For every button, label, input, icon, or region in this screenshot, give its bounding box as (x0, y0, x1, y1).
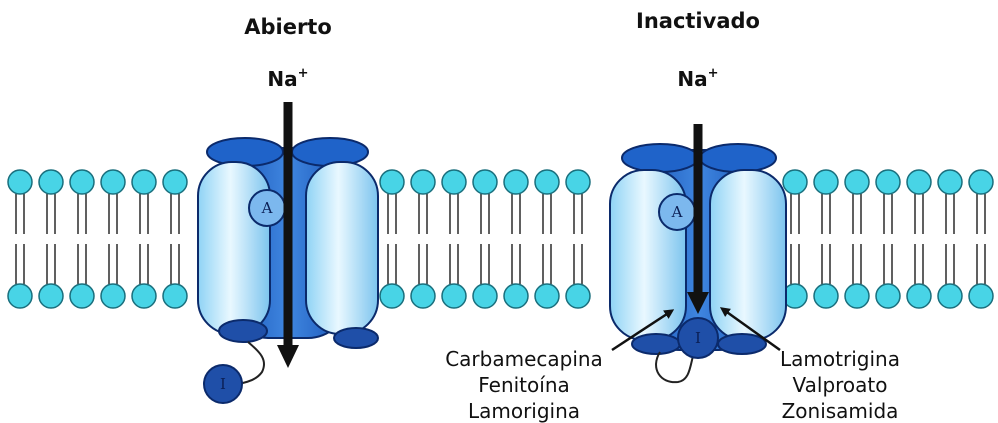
open-channel: A I (198, 102, 378, 403)
lipid-head (814, 284, 838, 308)
inactivated-channel-bottom-right (718, 334, 766, 354)
inactivated-channel-right-subunit (710, 170, 786, 340)
lipid-head (938, 284, 962, 308)
open-state-title: Abierto (244, 15, 332, 39)
lipid-head (876, 284, 900, 308)
inactivated-ion-symbol: Na (677, 67, 707, 91)
open-ion-label: Na+ (267, 66, 308, 91)
inactivated-ion-label: Na+ (677, 66, 718, 91)
inactivated-channel-top-right (700, 144, 776, 172)
lipid-head (535, 170, 559, 194)
lipid-head (380, 284, 404, 308)
lipid-head (39, 170, 63, 194)
right-drug-3: Zonisamida (782, 399, 899, 423)
open-channel-bottom-left (219, 320, 267, 342)
open-ion-symbol: Na (267, 67, 297, 91)
lipid-head (473, 284, 497, 308)
open-ion-charge: + (298, 66, 309, 81)
lipid-head (907, 284, 931, 308)
lipid-head (70, 284, 94, 308)
lipid-head (876, 170, 900, 194)
lipid-head (132, 284, 156, 308)
inactivated-state-title: Inactivado (636, 9, 760, 33)
lipid-head (969, 170, 993, 194)
lipid-head (473, 170, 497, 194)
lipid-head (938, 170, 962, 194)
open-channel-left-subunit (198, 162, 270, 334)
lipid-head (380, 170, 404, 194)
lipid-head (504, 284, 528, 308)
open-channel-bottom-right (334, 328, 378, 348)
lipid-head (969, 284, 993, 308)
open-channel-right-subunit (306, 162, 378, 334)
lipid-head (783, 170, 807, 194)
lipid-head (566, 170, 590, 194)
lipid-head (411, 284, 435, 308)
lipid-head (442, 170, 466, 194)
lipid-bilayer (8, 170, 993, 308)
lipid-head (411, 170, 435, 194)
lipid-head (39, 284, 63, 308)
open-ion-arrowhead (277, 345, 299, 368)
open-site-a-label: A (261, 199, 273, 217)
open-channel-top-left (207, 138, 283, 166)
inactivated-channel-top-left (622, 144, 698, 172)
lipid-head (566, 284, 590, 308)
open-channel-top-right (292, 138, 368, 166)
right-drug-2: Valproato (793, 373, 888, 397)
inactivated-site-i-label: I (695, 329, 701, 347)
lipid-head (8, 170, 32, 194)
lipid-head (442, 284, 466, 308)
inactivated-ion-charge: + (708, 66, 719, 81)
lipid-head (163, 284, 187, 308)
left-drug-1: Carbamecapina (445, 347, 603, 371)
lipid-head (8, 284, 32, 308)
inactivated-site-a-label: A (671, 203, 683, 221)
lipid-head (845, 170, 869, 194)
lipid-head (907, 170, 931, 194)
inactivated-channel-bottom-left (632, 334, 680, 354)
right-drug-1: Lamotrigina (780, 347, 900, 371)
left-drug-3: Lamorigina (468, 399, 580, 423)
lipid-head (101, 284, 125, 308)
lipid-head (845, 284, 869, 308)
lipid-head (535, 284, 559, 308)
lipid-head (504, 170, 528, 194)
open-site-i-label: I (220, 375, 226, 393)
left-drug-2: Fenitoína (478, 373, 570, 397)
lipid-head (101, 170, 125, 194)
lipid-head (814, 170, 838, 194)
lipid-head (132, 170, 156, 194)
lipid-head (70, 170, 94, 194)
lipid-head (163, 170, 187, 194)
inactivated-channel: A I (610, 124, 786, 382)
